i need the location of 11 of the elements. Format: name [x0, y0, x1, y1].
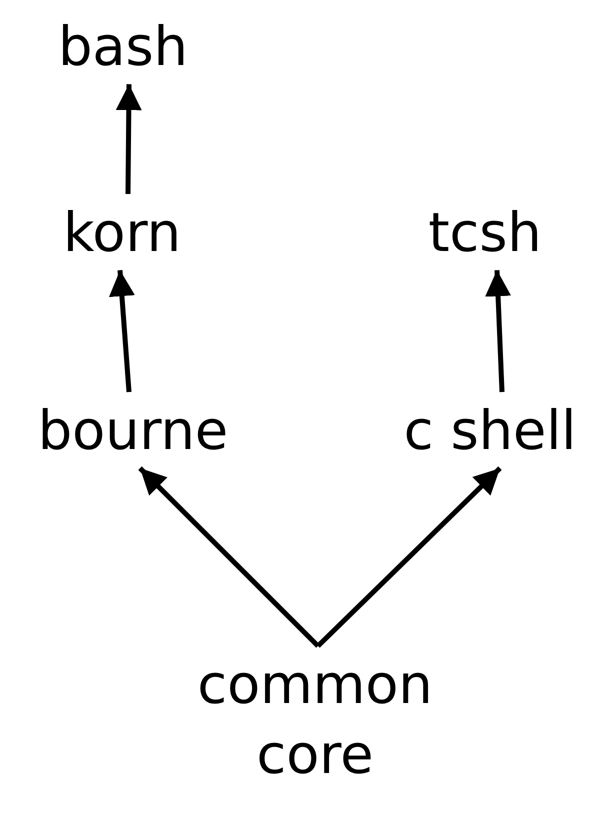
arrow — [116, 84, 142, 194]
node-label: bourne — [3, 396, 263, 466]
arrow — [138, 466, 320, 648]
node-label: bash — [23, 12, 223, 82]
node-label: korn — [22, 198, 222, 268]
arrow — [485, 270, 512, 392]
arrow — [316, 466, 502, 648]
node-label: tcsh — [385, 198, 585, 268]
node-label: c shell — [370, 396, 598, 466]
arrow — [108, 270, 135, 392]
node-label: common core — [165, 650, 465, 790]
